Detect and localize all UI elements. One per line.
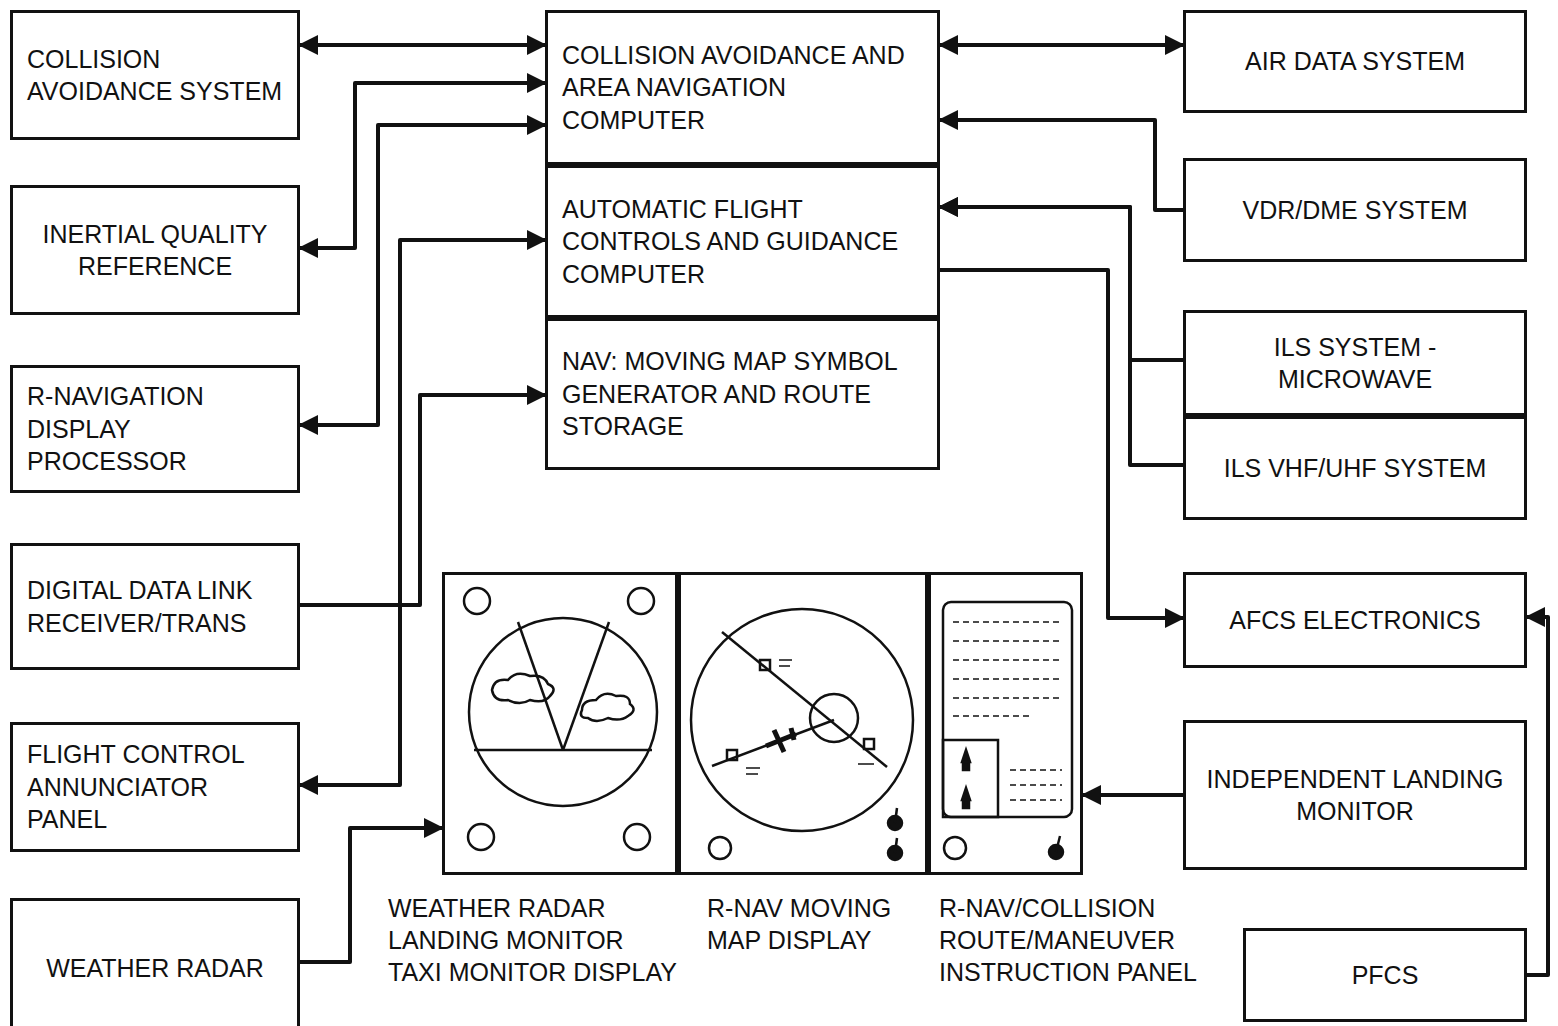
- connector-arrow: [940, 270, 1183, 618]
- display-panel: R-NAV MOVING MAP DISPLAY: [678, 572, 928, 875]
- waypoint-circle: [810, 694, 858, 742]
- map-tags: [746, 660, 874, 774]
- scan-line: [518, 622, 563, 750]
- system-box: INERTIAL QUALITY REFERENCE: [10, 185, 300, 315]
- connector-arrow: [300, 240, 545, 605]
- connector-arrow: [1083, 793, 1183, 797]
- scan-line: [563, 622, 609, 750]
- system-box: COLLISION AVOIDANCE SYSTEM: [10, 10, 300, 140]
- system-box: VDR/DME SYSTEM: [1183, 158, 1527, 262]
- box-label: COLLISION AVOIDANCE AND AREA NAVIGATION …: [548, 39, 937, 137]
- display-caption: R-NAV MOVING MAP DISPLAY: [707, 892, 907, 956]
- knob: [624, 824, 650, 850]
- display-caption: R-NAV/COLLISION ROUTE/MANEUVER INSTRUCTI…: [939, 892, 1214, 988]
- knob: [709, 837, 731, 859]
- knob: [468, 824, 494, 850]
- display-panel: WEATHER RADAR LANDING MONITOR TAXI MONIT…: [442, 572, 678, 875]
- map-screen: [691, 609, 913, 831]
- aircraft-icon: [962, 750, 970, 808]
- computer-box: COLLISION AVOIDANCE AND AREA NAVIGATION …: [545, 10, 940, 165]
- waypoint: [760, 660, 770, 670]
- system-box: INDEPENDENT LANDING MONITOR: [1183, 720, 1527, 870]
- system-box: WEATHER RADAR: [10, 898, 300, 1026]
- system-box: PFCS: [1243, 928, 1527, 1022]
- radar-screen: [469, 618, 657, 806]
- connector-arrow: [940, 207, 1183, 465]
- toggle-switch: [888, 808, 902, 860]
- box-label: ILS VHF/UHF SYSTEM: [1186, 452, 1524, 485]
- track-line: [712, 720, 834, 766]
- knob: [628, 588, 654, 614]
- connector-arrow: [940, 43, 1183, 47]
- waypoint: [864, 739, 874, 749]
- connector-arrow: [300, 125, 545, 425]
- system-box: AIR DATA SYSTEM: [1183, 10, 1527, 113]
- system-box: AFCS ELECTRONICS: [1183, 572, 1527, 668]
- connector-arrow: [300, 43, 545, 47]
- box-label: VDR/DME SYSTEM: [1186, 194, 1524, 227]
- knob: [464, 588, 490, 614]
- box-label: AUTOMATIC FLIGHT CONTROLS AND GUIDANCE C…: [548, 193, 937, 291]
- cloud: [581, 694, 634, 721]
- box-label: FLIGHT CONTROL ANNUNCIATOR PANEL: [13, 738, 297, 836]
- box-label: PFCS: [1246, 959, 1524, 992]
- knob: [944, 837, 966, 859]
- box-label: INERTIAL QUALITY REFERENCE: [13, 218, 297, 283]
- connector-arrow: [940, 120, 1183, 210]
- box-label: AIR DATA SYSTEM: [1186, 45, 1524, 78]
- waypoint: [727, 750, 737, 760]
- computer-box: AUTOMATIC FLIGHT CONTROLS AND GUIDANCE C…: [545, 165, 940, 318]
- box-label: INDEPENDENT LANDING MONITOR: [1186, 763, 1524, 828]
- cloud: [492, 674, 554, 703]
- connector-arrow: [1527, 617, 1548, 975]
- box-label: DIGITAL DATA LINK RECEIVER/TRANS: [13, 574, 297, 639]
- display-panel: R-NAV/COLLISION ROUTE/MANEUVER INSTRUCTI…: [928, 572, 1083, 875]
- display-caption: WEATHER RADAR LANDING MONITOR TAXI MONIT…: [388, 892, 680, 988]
- toggle-switch: [1049, 836, 1063, 859]
- computer-box: NAV: MOVING MAP SYMBOL GENERATOR AND ROU…: [545, 318, 940, 470]
- system-box: R-NAVIGATION DISPLAY PROCESSOR: [10, 365, 300, 493]
- box-label: WEATHER RADAR: [13, 952, 297, 985]
- box-label: COLLISION AVOIDANCE SYSTEM: [13, 43, 297, 108]
- box-label: NAV: MOVING MAP SYMBOL GENERATOR AND ROU…: [548, 345, 937, 443]
- instruction-card: [943, 602, 1072, 817]
- connector-arrow: [300, 83, 545, 248]
- system-box: FLIGHT CONTROL ANNUNCIATOR PANEL: [10, 722, 300, 852]
- connector-arrow: [300, 605, 400, 785]
- maneuver-window: [943, 740, 998, 817]
- box-label: AFCS ELECTRONICS: [1186, 604, 1524, 637]
- route-line: [722, 632, 887, 767]
- box-label: ILS SYSTEM - MICROWAVE: [1186, 331, 1524, 396]
- system-box: DIGITAL DATA LINK RECEIVER/TRANS: [10, 543, 300, 670]
- connector-arrow: [940, 207, 1183, 360]
- system-box: ILS SYSTEM - MICROWAVE: [1183, 310, 1527, 416]
- box-label: R-NAVIGATION DISPLAY PROCESSOR: [13, 380, 297, 478]
- system-box: ILS VHF/UHF SYSTEM: [1183, 416, 1527, 520]
- aircraft-symbol: [766, 728, 796, 752]
- instruction-lines: [953, 622, 1062, 800]
